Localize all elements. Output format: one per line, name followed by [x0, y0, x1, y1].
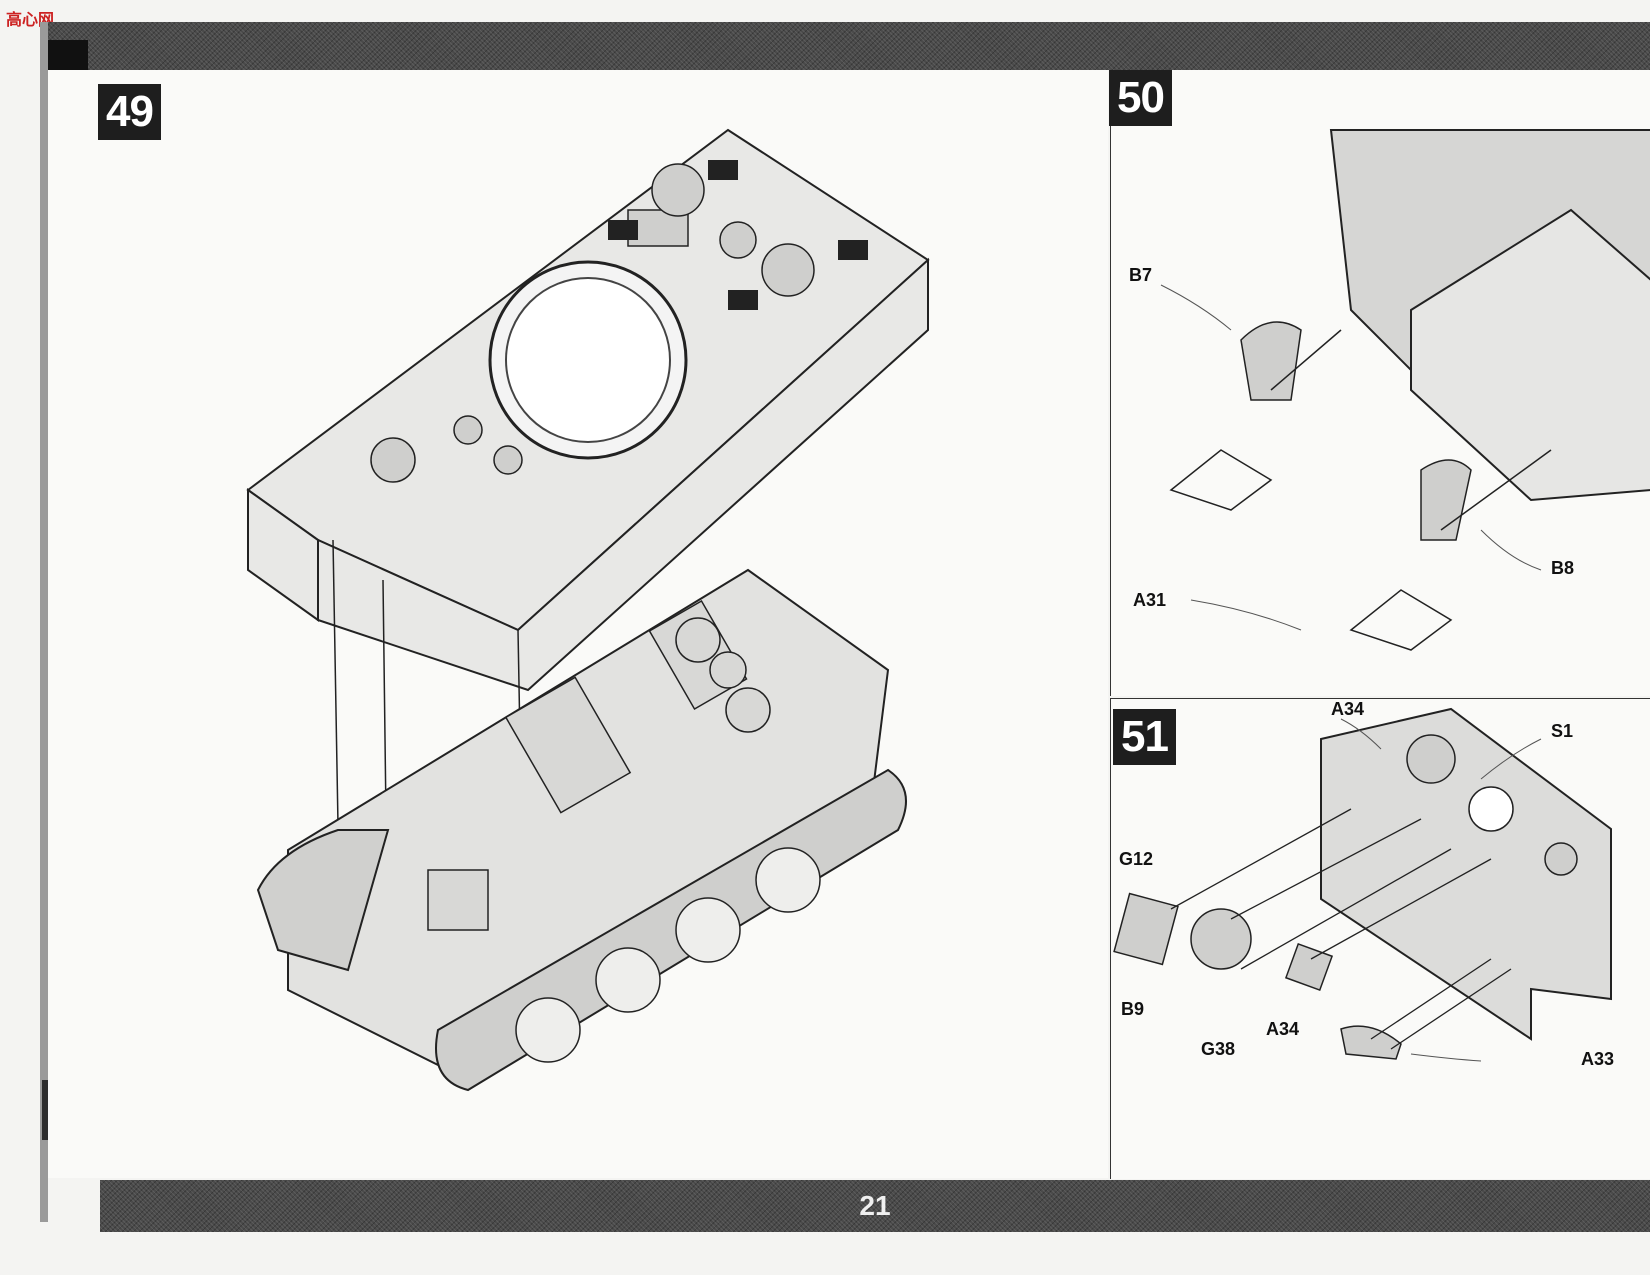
top-band — [40, 22, 1650, 70]
bottom-band: 21 — [100, 1180, 1650, 1232]
part-label-a33: A33 — [1581, 1049, 1615, 1069]
left-edge-strip — [40, 22, 48, 1222]
part-label-a31: A31 — [1133, 590, 1167, 610]
step-49-illustration — [246, 128, 930, 1092]
page-number: 21 — [859, 1190, 891, 1221]
step-50-panel: 50 B7 B8 A31 — [1109, 70, 1650, 696]
step-number: 50 — [1109, 70, 1172, 126]
part-label-g38: G38 — [1201, 1039, 1236, 1059]
part-label-b9: B9 — [1121, 999, 1145, 1019]
step-number: 49 — [98, 84, 161, 140]
part-label-a34-top: A34 — [1331, 699, 1365, 719]
step-49-panel: 49 — [48, 70, 1108, 1178]
part-label-b8: B8 — [1551, 558, 1575, 578]
part-label-s1: S1 — [1551, 721, 1574, 741]
part-label-b7: B7 — [1129, 265, 1153, 285]
step-51-illustration — [1113, 707, 1612, 1062]
step-50-illustration — [1160, 129, 1650, 651]
step-number: 51 — [1113, 709, 1176, 765]
part-label-a34-bottom: A34 — [1266, 1019, 1300, 1039]
step-51-panel: 51 A34 S1 G12 B9 G38 A3 — [1110, 698, 1650, 1179]
part-label-g12: G12 — [1119, 849, 1154, 869]
